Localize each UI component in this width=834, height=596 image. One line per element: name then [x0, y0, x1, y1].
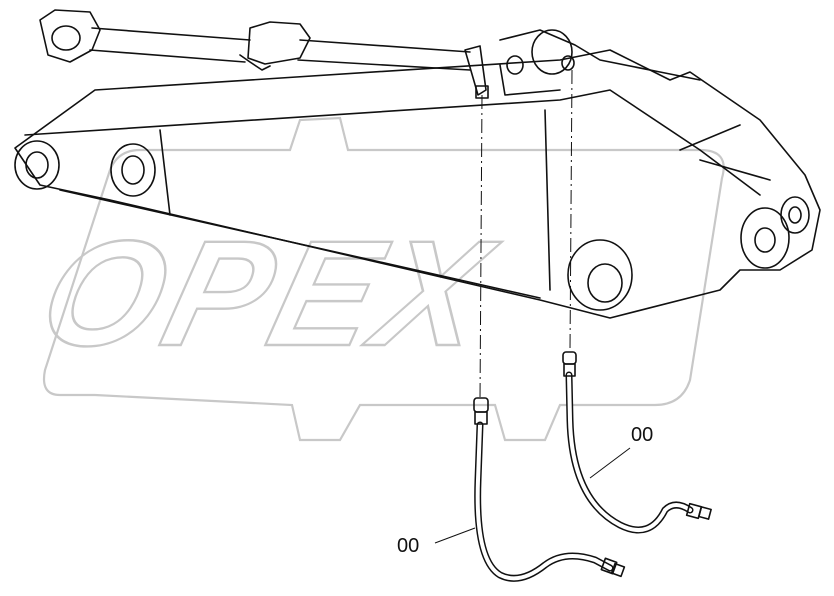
boom-body: [14, 29, 821, 319]
callout-upper-right: 00: [631, 424, 654, 446]
centerline-left: [479, 94, 483, 401]
arm-cylinder: [39, 9, 471, 71]
watermark-logo: OPEX: [25, 116, 725, 442]
leader-lower: [434, 527, 476, 544]
leader-upper: [589, 447, 631, 479]
hose-right: [562, 351, 712, 534]
hose-left: [473, 397, 626, 582]
watermark-text: OPEX: [26, 210, 511, 377]
callout-lower-left: 00: [397, 535, 420, 557]
